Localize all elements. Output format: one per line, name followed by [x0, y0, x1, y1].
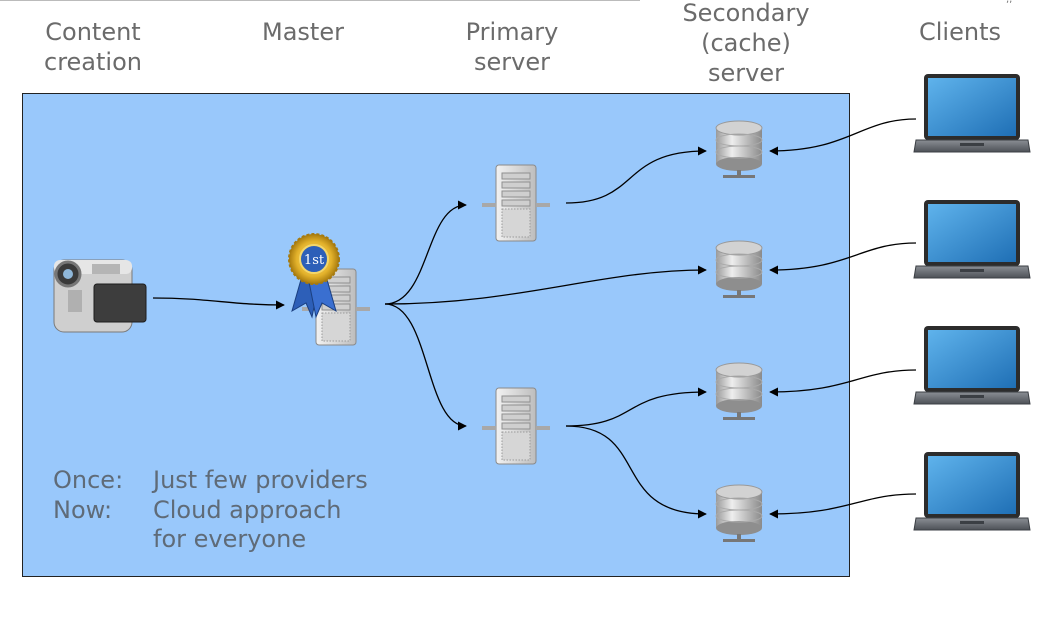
- edge-master-cache-2: [384, 265, 707, 305]
- edge-client-4: [769, 493, 917, 519]
- network-panel: [22, 93, 850, 577]
- database-server-icon: [715, 484, 763, 543]
- laptop-icon: [913, 199, 1031, 279]
- laptop-icon: [913, 325, 1031, 405]
- edge-camera-master: [152, 297, 285, 310]
- top-rule: [0, 0, 640, 1]
- note-now-value-cont: for everyone: [153, 525, 307, 553]
- edge-master-primary-top: [384, 200, 467, 305]
- label-primary-server: Primary server: [465, 18, 559, 76]
- badge-text: 1st: [304, 253, 325, 268]
- video-camera-icon: [53, 259, 147, 333]
- database-server-icon: [715, 240, 763, 299]
- label-clients: Clients: [919, 18, 1001, 46]
- label-content-creation: Content creation: [44, 18, 142, 76]
- note-once-value: Just few providers: [153, 466, 368, 494]
- edge-client-3: [769, 369, 917, 397]
- edge-primary-cache-4: [565, 425, 707, 519]
- laptop-icon: [913, 451, 1031, 531]
- edge-client-1: [769, 118, 917, 156]
- note-now-value: Cloud approach: [153, 496, 342, 524]
- note-once-key: Once:: [53, 466, 124, 494]
- laptop-icon: [913, 73, 1031, 153]
- database-server-icon: [715, 362, 763, 421]
- edge-primary-cache-1: [565, 146, 707, 204]
- corner-mark: ,,: [1006, 0, 1012, 5]
- note-now-key: Now:: [53, 496, 113, 524]
- rack-server-icon: [481, 387, 551, 465]
- rack-server-icon: [481, 164, 551, 242]
- edge-primary-cache-3: [565, 387, 707, 427]
- edge-master-primary-bottom: [384, 303, 467, 431]
- edge-client-2: [769, 242, 917, 275]
- label-master: Master: [262, 18, 344, 46]
- database-server-icon: [715, 120, 763, 179]
- award-badge-icon: 1st: [288, 233, 340, 319]
- label-secondary-server: Secondary (cache) server: [682, 0, 810, 87]
